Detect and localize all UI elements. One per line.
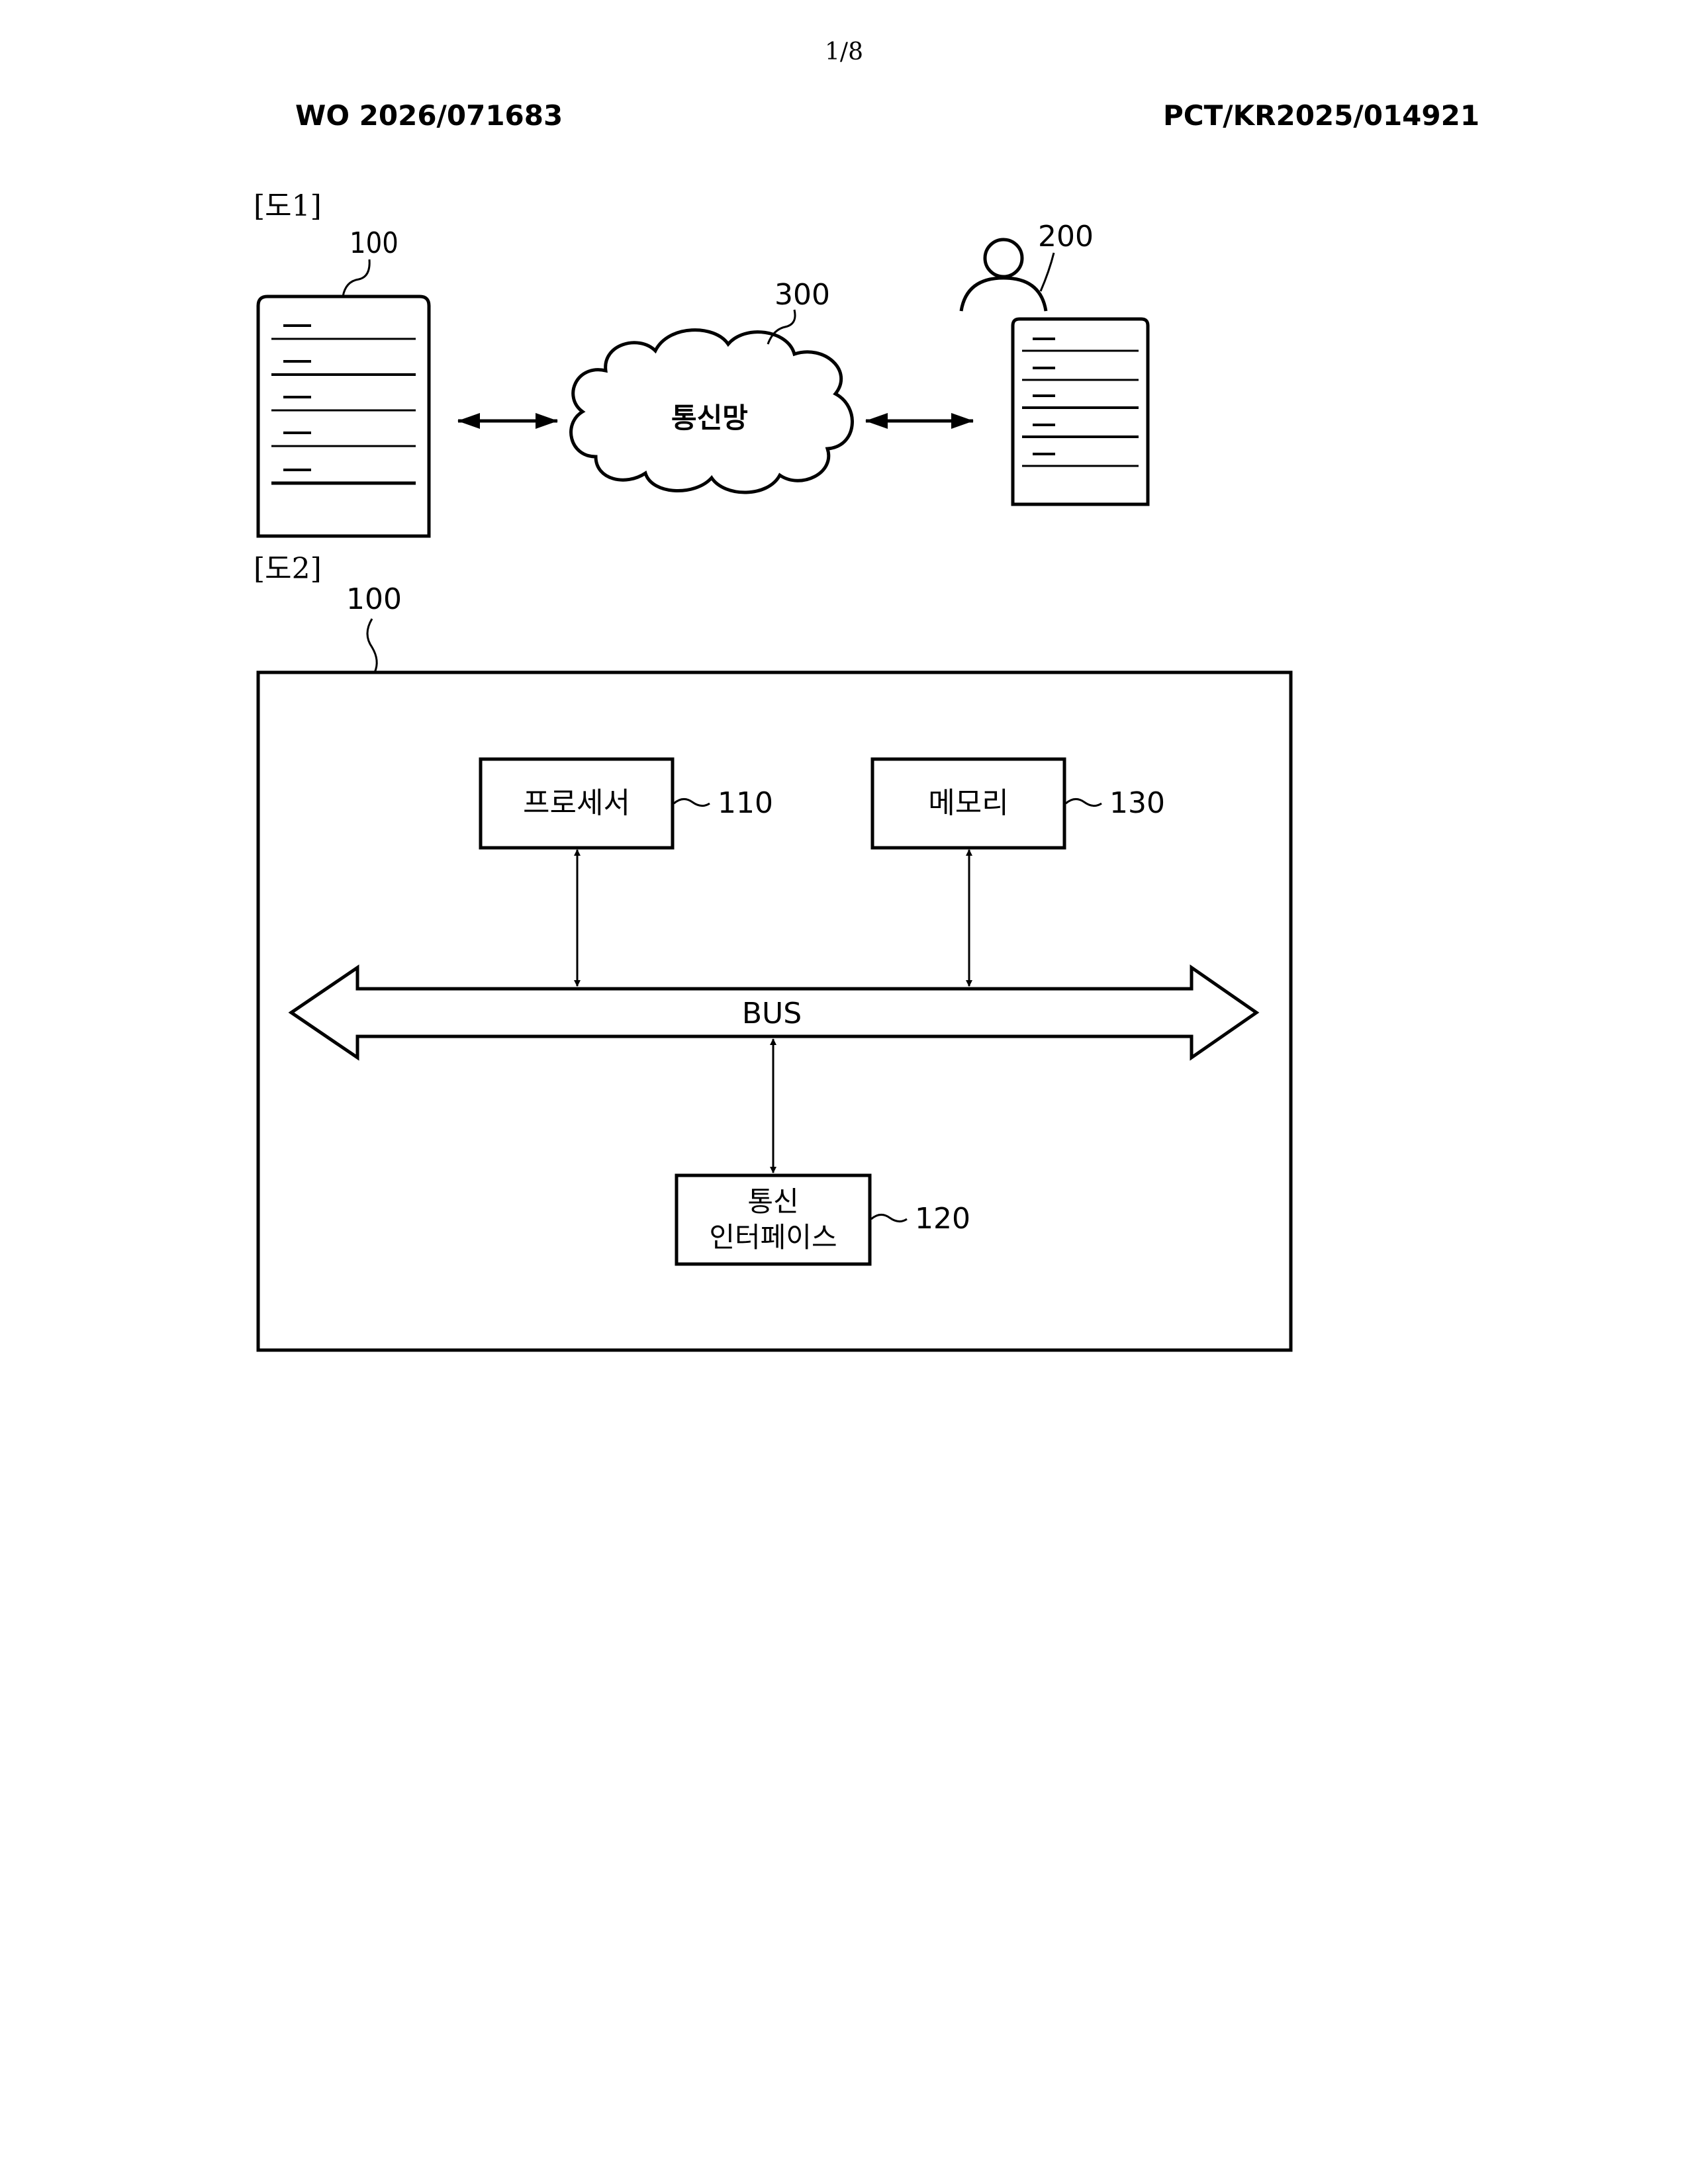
device-ref-number: 100 xyxy=(346,582,402,616)
network-ref-number: 300 xyxy=(774,278,830,312)
memory-label: 메모리 xyxy=(928,786,1008,820)
bus-label: BUS xyxy=(742,997,802,1030)
device-leader-line xyxy=(367,619,377,672)
server-leader-line xyxy=(343,259,369,296)
server-icon xyxy=(258,296,429,536)
processor-ref-number: 110 xyxy=(718,786,773,820)
processor-label: 프로세서 xyxy=(523,786,630,820)
comm-interface-ref-number: 120 xyxy=(915,1202,970,1236)
user-ref-number: 200 xyxy=(1038,220,1094,253)
memory-ref-number: 130 xyxy=(1109,786,1165,820)
user-person-icon xyxy=(961,240,1046,311)
comm-interface-label-line2: 인터페이스 xyxy=(709,1221,837,1253)
user-device-icon xyxy=(1013,319,1148,504)
server-ref-number: 100 xyxy=(350,226,399,260)
user-leader-line xyxy=(1041,253,1054,291)
comm-interface-label-line1: 통신 xyxy=(747,1185,798,1218)
network-label: 통신망 xyxy=(671,402,748,434)
